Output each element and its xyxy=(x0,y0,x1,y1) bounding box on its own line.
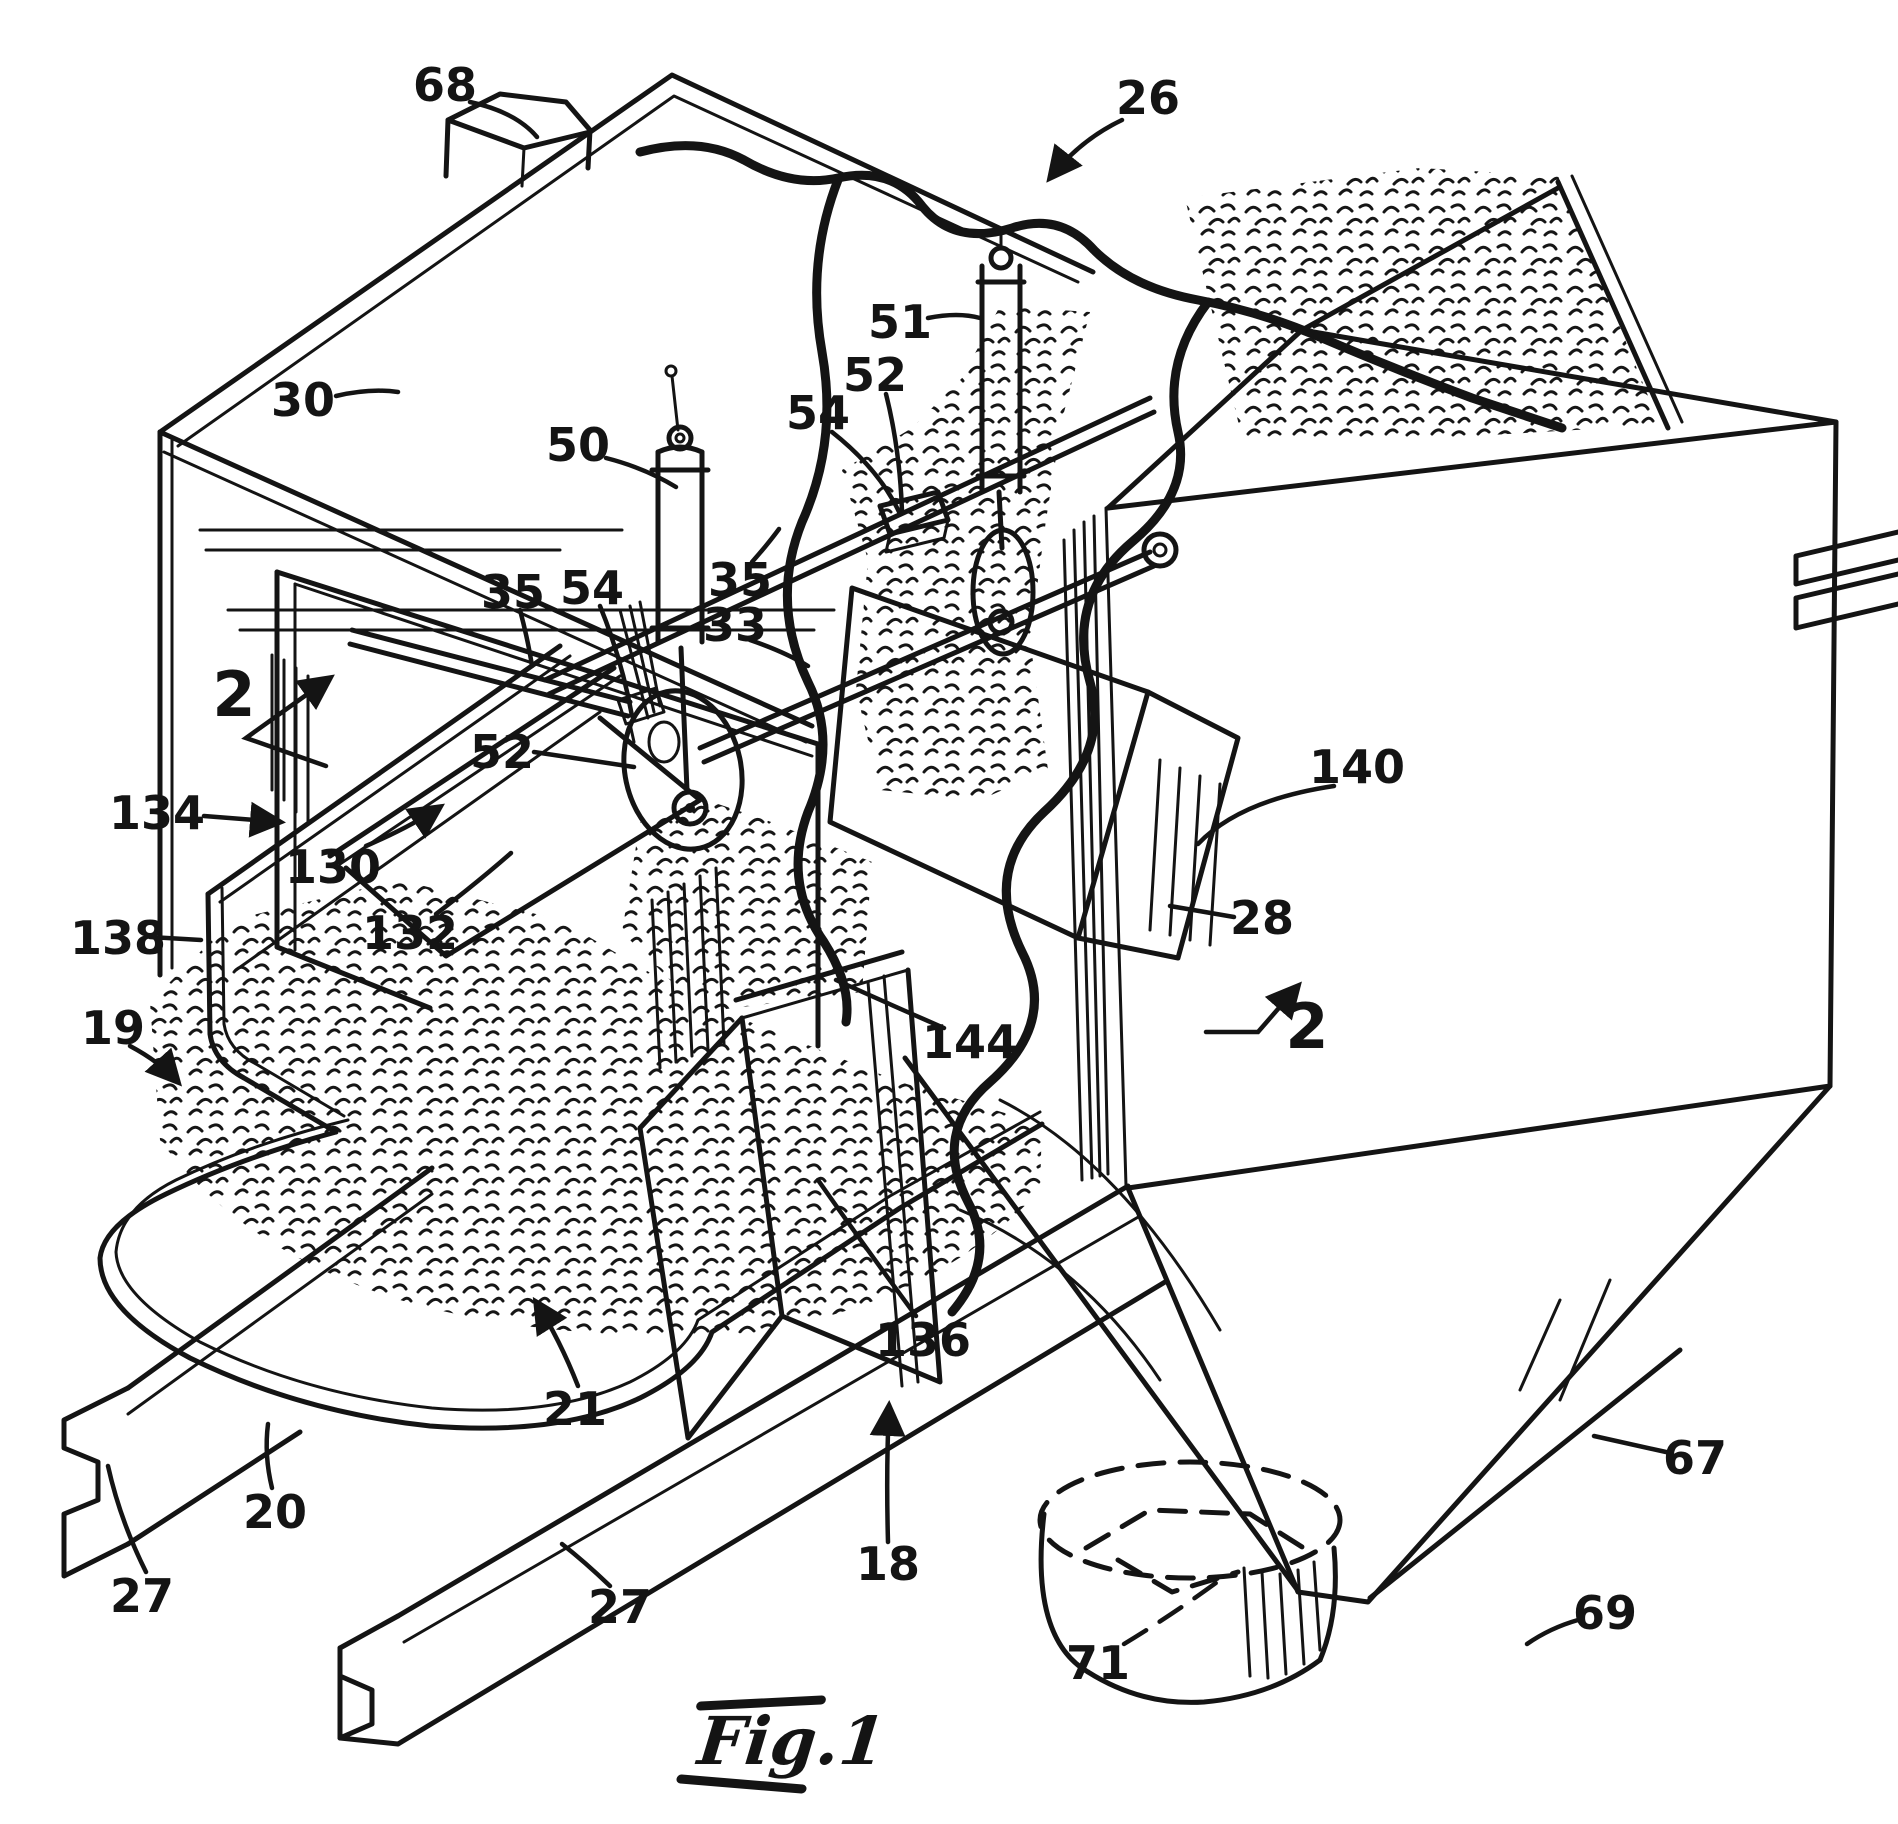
cylinder-51 xyxy=(975,228,1027,551)
ref-label-35a: 35 xyxy=(708,553,772,607)
ref-label-140: 140 xyxy=(1309,740,1405,794)
disc-wheel-right xyxy=(970,527,1036,657)
ref-label-132: 132 xyxy=(362,906,458,960)
spreader-rods xyxy=(347,395,1179,765)
right-rail xyxy=(337,1183,1168,1747)
disc-wheel-left xyxy=(616,686,745,852)
section-mark-2-left: 2 xyxy=(212,658,255,731)
ref-label-144: 144 xyxy=(922,1015,1018,1069)
ref-label-19: 19 xyxy=(81,1001,145,1055)
right-cabinet xyxy=(1062,174,1898,1191)
ref-label-21: 21 xyxy=(543,1382,607,1436)
ref-label-71: 71 xyxy=(1066,1636,1130,1690)
cylinder-50 xyxy=(649,364,711,793)
ref-label-18: 18 xyxy=(856,1537,920,1591)
ref-label-52b: 52 xyxy=(470,725,534,779)
ref-label-138: 138 xyxy=(70,911,166,965)
ref-label-20: 20 xyxy=(243,1485,307,1539)
ref-label-35b: 35 xyxy=(481,565,545,619)
ref-label-52a: 52 xyxy=(843,348,907,402)
ref-label-68: 68 xyxy=(413,58,477,112)
deflector-plate xyxy=(827,585,1241,961)
ref-label-30: 30 xyxy=(271,373,335,427)
ref-label-26: 26 xyxy=(1116,71,1180,125)
ref-label-130: 130 xyxy=(285,840,381,894)
section-mark-2-right: 2 xyxy=(1285,990,1328,1063)
ref-label-54a: 54 xyxy=(786,386,850,440)
ref-label-134: 134 xyxy=(109,786,205,840)
left-rail xyxy=(61,1165,435,1579)
ref-label-69: 69 xyxy=(1573,1586,1637,1640)
section-arrows xyxy=(241,674,1302,1035)
leader-lines xyxy=(105,99,1669,1647)
ref-label-33: 33 xyxy=(703,598,767,652)
figure-caption-text: Fig.1 xyxy=(692,1702,889,1780)
reference-numerals: 68 26 30 51 52 54 50 35 33 35 54 52 134 … xyxy=(70,58,1727,1690)
discharge-collar xyxy=(1037,1459,1343,1705)
ref-label-50: 50 xyxy=(546,418,610,472)
ref-label-28: 28 xyxy=(1230,891,1294,945)
ref-label-27R: 27 xyxy=(588,1580,652,1634)
ref-label-67: 67 xyxy=(1663,1431,1727,1485)
ref-label-27L: 27 xyxy=(110,1569,174,1623)
figure-caption: Fig.1 xyxy=(676,1695,890,1794)
ref-label-54b: 54 xyxy=(560,561,624,615)
ref-label-136: 136 xyxy=(875,1313,971,1367)
mounting-lug xyxy=(443,91,593,188)
housing-cabinet xyxy=(157,72,1096,1070)
torn-cover-sheet xyxy=(635,141,1567,1317)
ref-label-51: 51 xyxy=(868,295,932,349)
